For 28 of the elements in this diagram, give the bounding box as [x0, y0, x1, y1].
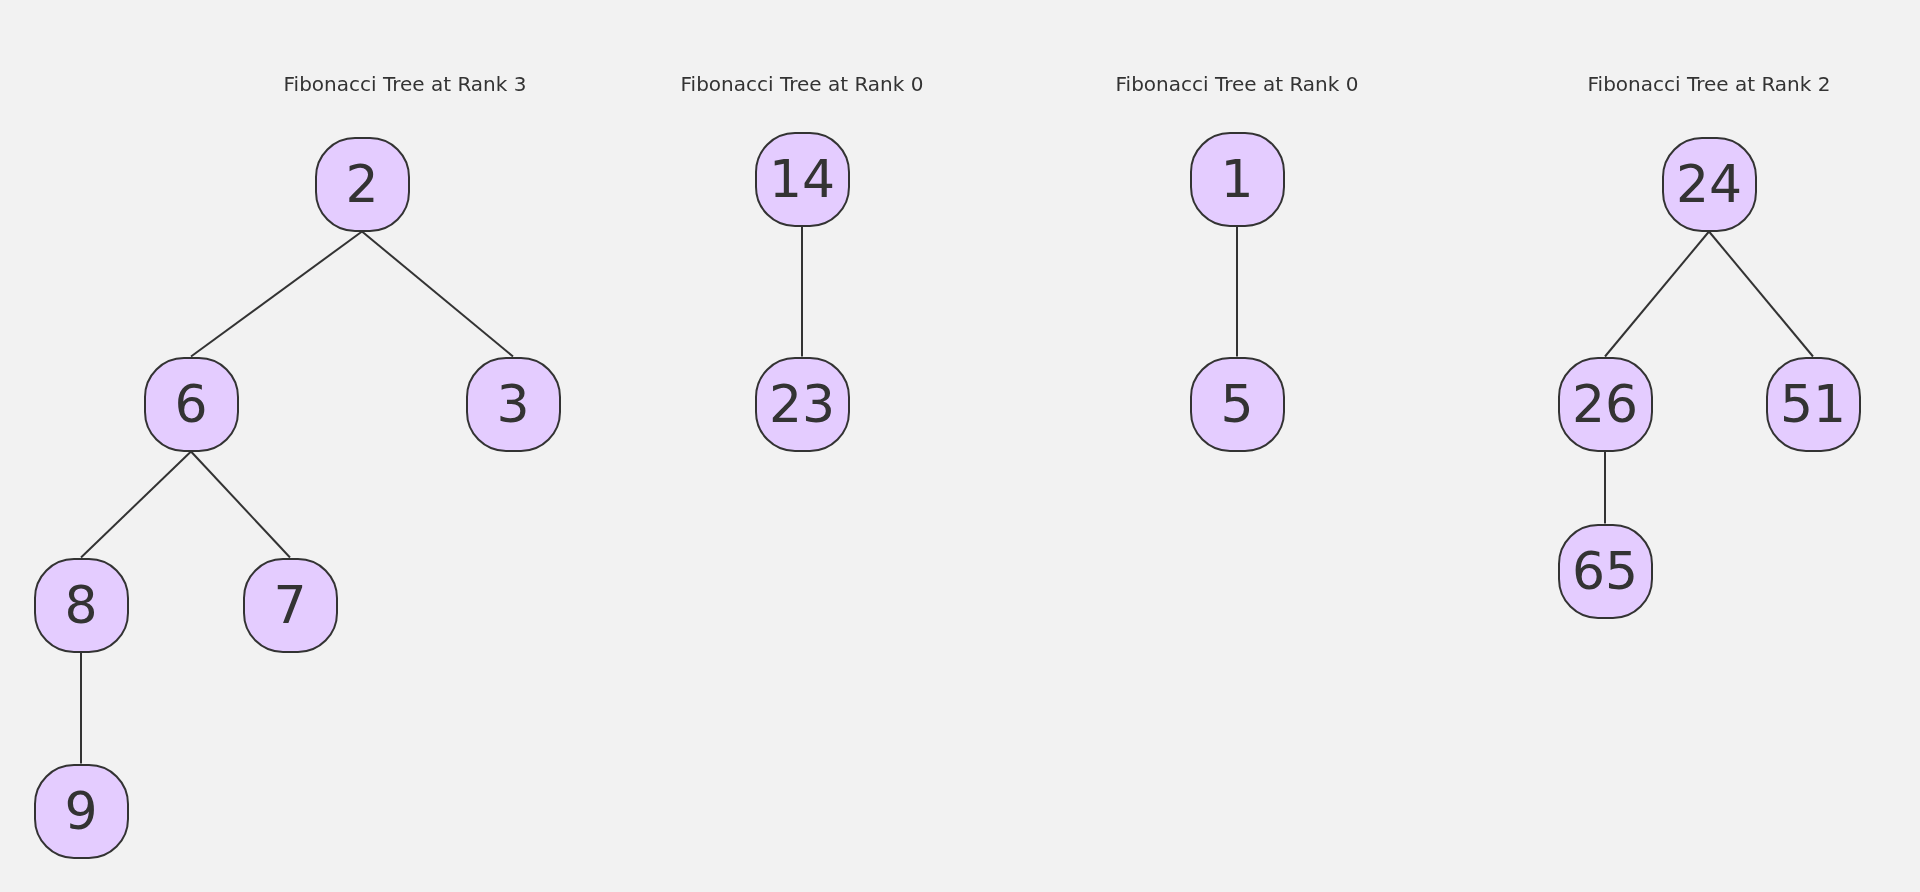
connector-line: [80, 651, 82, 765]
connector-line: [801, 225, 803, 358]
connector-line: [80, 450, 192, 559]
tree-node: 24: [1661, 136, 1757, 232]
tree-title: Fibonacci Tree at Rank 0: [1115, 72, 1359, 96]
tree-node: 5: [1189, 356, 1285, 452]
connector-line: [190, 230, 363, 358]
tree-node: 7: [242, 557, 338, 653]
tree-node: 1: [1189, 131, 1285, 227]
tree-node: 3: [465, 356, 561, 452]
connector-line: [361, 230, 514, 358]
connector-line: [1604, 230, 1710, 358]
connector-line: [1604, 450, 1606, 525]
tree-node: 65: [1557, 523, 1653, 619]
connector-line: [1708, 230, 1814, 358]
tree-node: 2: [314, 136, 410, 232]
tree-node: 23: [754, 356, 850, 452]
tree-node: 9: [33, 763, 129, 859]
tree-title: Fibonacci Tree at Rank 3: [283, 72, 527, 96]
tree-title: Fibonacci Tree at Rank 0: [680, 72, 924, 96]
tree-node: 8: [33, 557, 129, 653]
tree-node: 26: [1557, 356, 1653, 452]
tree-title: Fibonacci Tree at Rank 2: [1587, 72, 1831, 96]
tree-node: 14: [754, 131, 850, 227]
connector-line: [190, 450, 291, 559]
connector-line: [1236, 225, 1238, 358]
tree-node: 51: [1765, 356, 1861, 452]
tree-node: 6: [143, 356, 239, 452]
